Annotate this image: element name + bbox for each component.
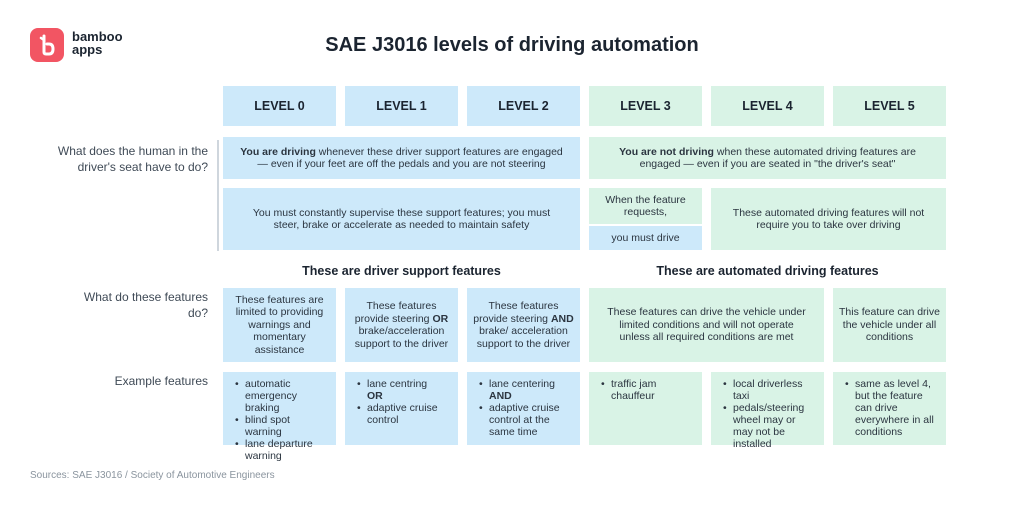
logo-line-2: apps bbox=[72, 42, 103, 57]
level-4-examples-box: local driverless taxi pedals/steering wh… bbox=[711, 372, 824, 450]
example-item: pedals/steering wheel may or may not be … bbox=[723, 402, 816, 450]
level-2-features-text-a: These features provide steering bbox=[473, 300, 559, 325]
level-3-request-box: When the feature requests, bbox=[589, 188, 702, 224]
level-2-features-text-b: brake/ acceleration support to the drive… bbox=[476, 325, 571, 350]
level-4-header: LEVEL 4 bbox=[711, 86, 824, 126]
example-lane-centring: lane centring bbox=[367, 378, 428, 390]
level-5-features-box: This feature can drive the vehicle under… bbox=[833, 288, 946, 362]
section-driver-support: These are driver support features bbox=[302, 264, 501, 278]
logo-line-1: bamboo bbox=[72, 29, 123, 44]
level-0-examples-box: automatic emergency braking blind spot w… bbox=[223, 372, 336, 462]
bamboo-leaf-icon bbox=[39, 34, 55, 56]
level-0-header: LEVEL 0 bbox=[223, 86, 336, 126]
level-3-header: LEVEL 3 bbox=[589, 86, 702, 126]
question-example-features: Example features bbox=[114, 374, 208, 388]
level-2-features-box: These features provide steering AND brak… bbox=[467, 288, 580, 362]
level-5-examples-box: same as level 4, but the feature can dri… bbox=[833, 372, 946, 445]
example-and-text: AND bbox=[489, 390, 512, 402]
question-divider bbox=[217, 140, 219, 251]
source-note: Sources: SAE J3016 / Society of Automoti… bbox=[30, 470, 275, 481]
support-driving-box: You are driving whenever these driver su… bbox=[223, 137, 580, 179]
example-lane-centering: lane centering bbox=[489, 378, 555, 390]
section-automated-driving: These are automated driving features bbox=[656, 264, 879, 278]
level-3-must-drive-box: you must drive bbox=[589, 226, 702, 250]
level-2-header: LEVEL 2 bbox=[467, 86, 580, 126]
logo-wordmark: bamboo apps bbox=[72, 30, 123, 56]
level-1-header: LEVEL 1 bbox=[345, 86, 458, 126]
bamboo-apps-logo-icon bbox=[30, 28, 64, 62]
example-item: same as level 4, but the feature can dri… bbox=[845, 378, 938, 438]
example-item: blind spot warning bbox=[235, 414, 328, 438]
support-driving-description: whenever these driver support features a… bbox=[257, 145, 563, 171]
level-5-header: LEVEL 5 bbox=[833, 86, 946, 126]
level-0-features-box: These features are limited to providing … bbox=[223, 288, 336, 362]
example-item: local driverless taxi bbox=[723, 378, 816, 402]
example-item: adaptive cruise control bbox=[357, 402, 450, 426]
you-are-not-driving-text: You are not driving bbox=[619, 145, 714, 158]
automated-not-driving-description: when these automated driving features ar… bbox=[639, 145, 916, 171]
level-1-or-text: OR bbox=[432, 312, 449, 325]
level-1-features-box: These features provide steering OR brake… bbox=[345, 288, 458, 362]
example-item: automatic emergency braking bbox=[235, 378, 328, 414]
example-or-text: OR bbox=[367, 390, 383, 402]
page-title: SAE J3016 levels of driving automation bbox=[325, 34, 699, 56]
level-1-features-text-a: These features provide steering bbox=[354, 300, 437, 325]
level-3-4-features-box: These features can drive the vehicle und… bbox=[589, 288, 824, 362]
automated-not-driving-box: You are not driving when these automated… bbox=[589, 137, 946, 179]
no-takeover-box: These automated driving features will no… bbox=[711, 188, 946, 250]
example-item: adaptive cruise control at the same time bbox=[479, 402, 572, 438]
example-item: traffic jam chauffeur bbox=[601, 378, 694, 402]
you-are-driving-text: You are driving bbox=[240, 145, 316, 158]
level-1-features-text-b: brake/acceleration support to the driver bbox=[354, 325, 449, 350]
example-item: lane departure warning bbox=[235, 438, 328, 462]
level-2-and-text: AND bbox=[550, 312, 574, 325]
question-features-do: What do these features do? bbox=[83, 290, 208, 320]
question-human-role: What does the human in the driver's seat… bbox=[57, 144, 208, 174]
supervise-box: You must constantly supervise these supp… bbox=[223, 188, 580, 250]
level-3-examples-box: traffic jam chauffeur bbox=[589, 372, 702, 445]
